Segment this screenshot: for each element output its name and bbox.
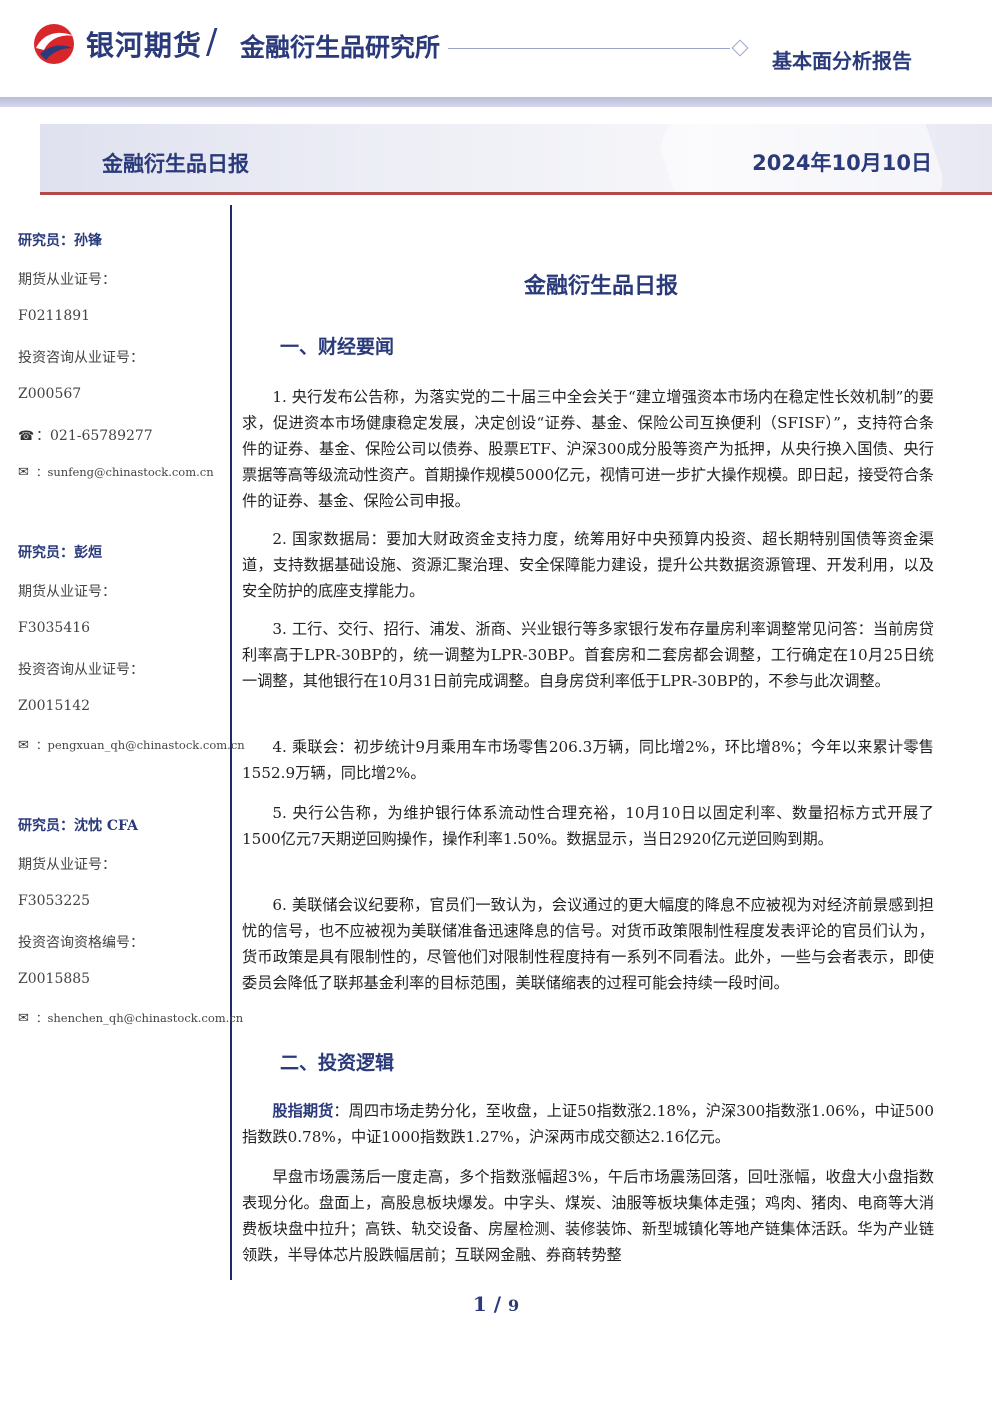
galaxy-logo-icon [34,24,74,64]
brand-divider: / [206,22,218,62]
researcher-name: 研究员：彭烜 [18,545,102,561]
advisory-cert-number: Z0015142 [18,698,91,714]
email-address[interactable]: ：pengxuan_qh@chinastock.com.cn [36,738,245,752]
report-type: 基本面分析报告 [772,49,912,73]
researcher-name: 研究员：孙锋 [18,233,102,249]
diamond-icon [731,39,749,57]
page-current: 1 [472,1292,487,1316]
brand-name: 银河期货 [86,29,203,62]
advisory-cert-number: Z0015885 [18,971,91,987]
advisory-cert-label: 投资咨询从业证号： [18,350,144,366]
news-item: 6. 美联储会议纪要称，官员们一致认为，会议通过的更大幅度的降息不应被视为对经济… [242,896,934,992]
researcher-name: 研究员：沈忱 CFA [18,818,138,834]
email-line: ✉ ：pengxuan_qh@chinastock.com.cn [18,737,245,753]
mail-icon: ✉ [18,1011,29,1026]
page-number: 1 / 9 [0,1292,992,1316]
futures-cert-label: 期货从业证号： [18,857,116,873]
futures-cert-number: F0211891 [18,308,91,324]
phone-icon: ☎ [18,429,35,444]
sidebar-divider [230,205,232,1280]
header-band [0,97,992,107]
advisory-cert-number: Z000567 [18,386,82,402]
email-line: ✉ ：shenchen_qh@chinastock.com.cn [18,1010,243,1026]
phone-line: ☎：021-65789277 [18,425,153,445]
phone-number: ：021-65789277 [36,428,153,444]
mail-icon: ✉ [18,738,29,753]
futures-cert-number: F3053225 [18,893,91,909]
news-item: 1. 央行发布公告称，为落实党的二十届三中全会关于“建立增强资本市场内在稳定性长… [242,388,934,510]
report-date: 2024年10月10日 [752,151,932,175]
futures-cert-number: F3035416 [18,620,91,636]
news-item: 4. 乘联会：初步统计9月乘用车市场零售206.3万辆，同比增2%，环比增8%；… [242,738,934,782]
futures-cert-label: 期货从业证号： [18,272,116,288]
page-separator: / [493,1292,502,1316]
logic-text: ：周四市场走势分化，至收盘，上证50指数涨2.18%，沪深300指数涨1.06%… [242,1102,935,1146]
banner-title: 金融衍生品日报 [102,152,249,176]
futures-cert-label: 期货从业证号： [18,584,116,600]
section-heading-news: 一、财经要闻 [280,336,395,358]
document-title: 金融衍生品日报 [523,274,678,299]
news-item: 2. 国家数据局：要加大财政资金支持力度，统筹用好中央预算内投资、超长期特别国债… [242,530,934,600]
banner-rule [40,192,992,195]
advisory-cert-label: 投资咨询资格编号： [18,935,144,951]
title-banner: 金融衍生品日报 2024年10月10日 [40,124,992,192]
advisory-cert-label: 投资咨询从业证号： [18,662,144,678]
page-total: 9 [508,1296,520,1315]
news-item: 5. 央行公告称，为维护银行体系流动性合理充裕，10月10日以固定利率、数量招标… [242,804,934,848]
email-address[interactable]: ：sunfeng@chinastock.com.cn [36,465,214,479]
logic-lead: 股指期货 [272,1102,334,1120]
institute-name: 金融衍生品研究所 [240,33,441,62]
mail-icon: ✉ [18,465,29,480]
news-item: 3. 工行、交行、招行、浦发、浙商、兴业银行等多家银行发布存量房利率调整常见问答… [242,620,934,690]
logic-paragraph: 早盘市场震荡后一度走高，多个指数涨幅超3%，午后市场震荡回落，回吐涨幅，收盘大小… [242,1168,934,1264]
header-rule [448,48,730,49]
email-address[interactable]: ：shenchen_qh@chinastock.com.cn [36,1011,244,1025]
logic-paragraph: 股指期货：周四市场走势分化，至收盘，上证50指数涨2.18%，沪深300指数涨1… [242,1098,934,1150]
email-line: ✉ ：sunfeng@chinastock.com.cn [18,464,214,480]
section-heading-logic: 二、投资逻辑 [280,1052,395,1074]
